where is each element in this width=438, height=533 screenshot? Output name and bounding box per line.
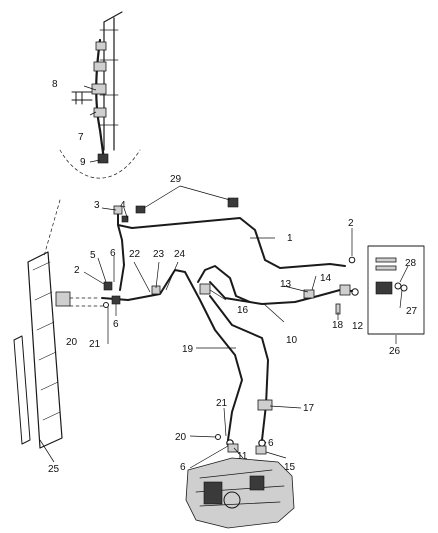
callout-labels: 1 2 2 3 4 5 6 6 6 6 7 8 9 10 11 12 13 14…: [48, 79, 418, 475]
callout-16: 16: [237, 305, 249, 316]
callout-8: 8: [52, 79, 58, 90]
callout-19: 19: [182, 344, 194, 355]
callout-3: 3: [94, 200, 100, 211]
callout-6: 6: [268, 438, 274, 449]
callout-26: 26: [389, 346, 401, 357]
callout-9: 9: [80, 157, 86, 168]
callout-7: 7: [78, 132, 84, 143]
callout-6: 6: [180, 462, 186, 473]
callout-15: 15: [284, 462, 296, 473]
callout-2: 2: [74, 265, 80, 276]
condenser: [13, 199, 105, 449]
callout-28: 28: [405, 258, 417, 269]
detail-view-frame-rail: [59, 11, 141, 179]
compressor: [185, 457, 295, 529]
callout-4: 4: [120, 200, 126, 211]
callout-1: 1: [287, 233, 293, 244]
callout-23: 23: [153, 249, 165, 260]
callout-6: 6: [110, 248, 116, 259]
callout-6: 6: [113, 319, 119, 330]
callout-22: 22: [129, 249, 141, 260]
callout-18: 18: [332, 320, 344, 331]
callout-24: 24: [174, 249, 186, 260]
callout-20: 20: [175, 432, 187, 443]
callout-11: 11: [237, 451, 248, 462]
callout-13: 13: [280, 279, 292, 290]
callout-12: 12: [352, 321, 364, 332]
callout-20: 20: [66, 337, 78, 348]
callout-14: 14: [320, 273, 332, 284]
callout-10: 10: [286, 335, 298, 346]
callout-2: 2: [348, 218, 354, 229]
callout-5: 5: [90, 250, 96, 261]
callout-17: 17: [303, 403, 315, 414]
detail-box-sensor: [367, 245, 425, 335]
callout-21: 21: [89, 339, 101, 350]
callout-29: 29: [170, 174, 182, 185]
callout-27: 27: [406, 306, 418, 317]
leader-lines: [39, 85, 409, 469]
callout-21: 21: [216, 398, 228, 409]
callout-25: 25: [48, 464, 60, 475]
